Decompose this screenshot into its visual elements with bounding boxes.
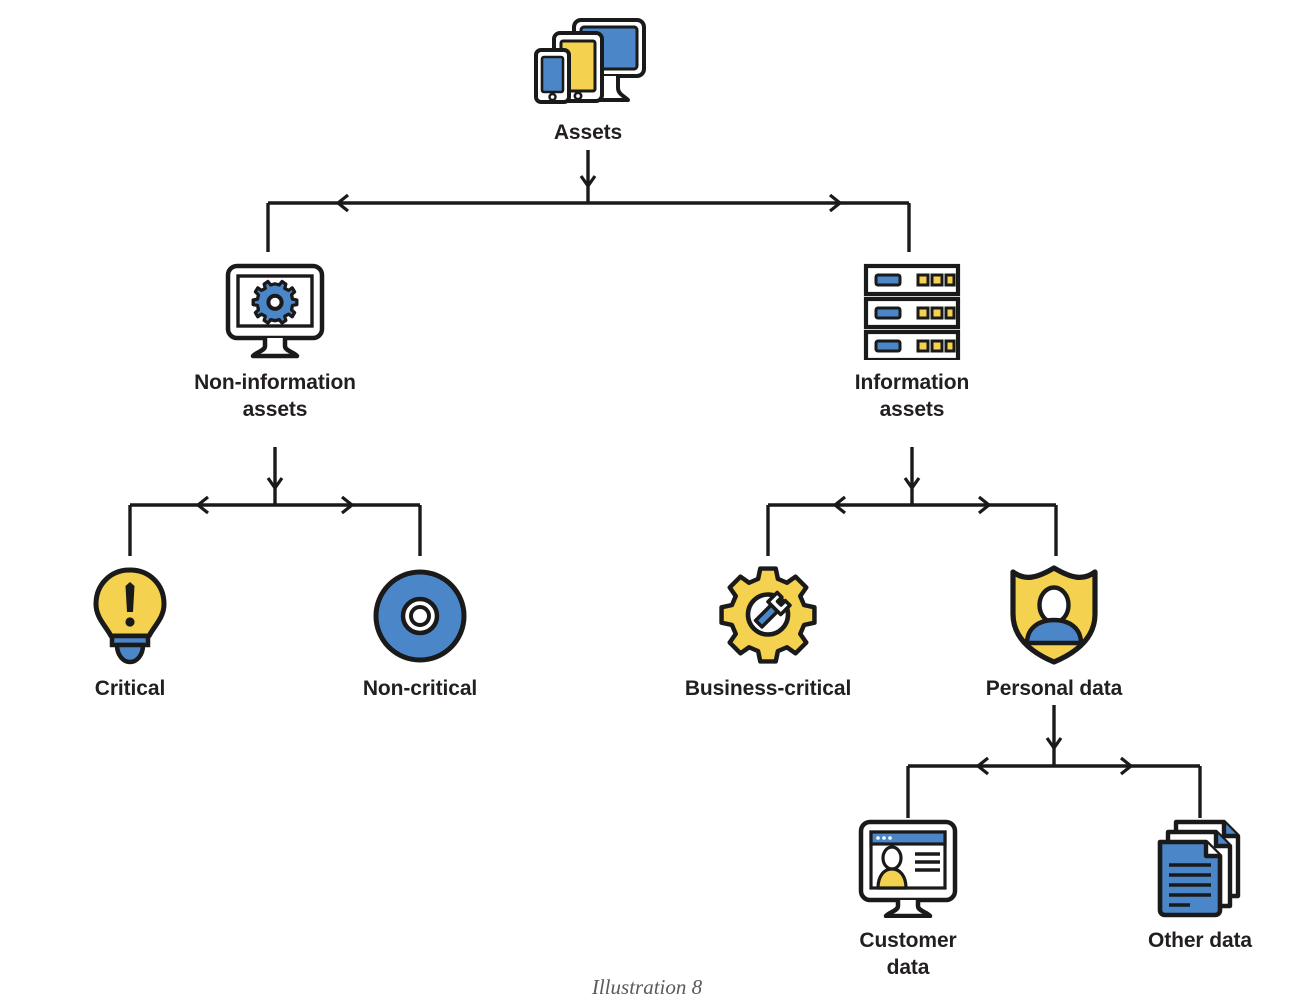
node-personal-data[interactable]: Personal data — [964, 564, 1144, 703]
node-critical-label: Critical — [94, 677, 166, 700]
node-other-data[interactable]: Other data — [1125, 818, 1275, 955]
node-non-information-assets-label: Non-information assets — [194, 371, 356, 421]
node-personal-data-label: Personal data — [985, 677, 1123, 700]
compact-disc-icon — [372, 566, 468, 666]
gear-wrench-icon — [716, 564, 820, 666]
lightbulb-exclamation-icon — [88, 566, 172, 666]
node-customer-data[interactable]: Customer data — [828, 818, 988, 981]
monitor-profile-icon — [853, 818, 963, 919]
node-business-critical[interactable]: Business-critical — [663, 564, 873, 703]
node-other-data-label: Other data — [1147, 929, 1253, 952]
devices-icon — [528, 14, 648, 110]
node-assets[interactable]: Assets — [498, 14, 678, 147]
monitor-gear-icon — [220, 262, 330, 360]
node-non-critical[interactable]: Non-critical — [330, 566, 510, 703]
figure-caption: Illustration 8 — [591, 975, 703, 999]
node-business-critical-label: Business-critical — [684, 677, 852, 700]
node-critical[interactable]: Critical — [55, 566, 205, 703]
node-customer-data-label: Customer data — [859, 929, 957, 979]
edge-noninfo-to-children — [128, 447, 422, 556]
shield-user-icon — [1007, 564, 1101, 666]
node-non-information-assets[interactable]: Non-information assets — [165, 262, 385, 423]
server-rack-icon — [860, 262, 964, 363]
edge-assets-to-level1 — [266, 150, 911, 252]
edge-info-to-children — [766, 447, 1058, 556]
node-non-critical-label: Non-critical — [362, 677, 478, 700]
node-assets-label: Assets — [553, 121, 623, 144]
documents-stack-icon — [1152, 818, 1248, 918]
edge-personal-to-children — [906, 705, 1202, 818]
node-information-assets-label: Information assets — [854, 371, 970, 421]
node-information-assets[interactable]: Information assets — [822, 262, 1002, 423]
